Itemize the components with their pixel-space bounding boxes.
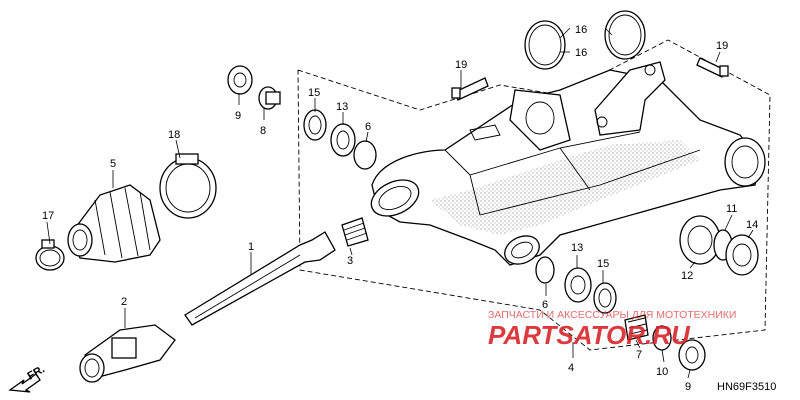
- callout-19-right: 19: [716, 40, 728, 52]
- callout-13-upper: 13: [336, 101, 348, 113]
- leader-lines: [46, 27, 754, 379]
- callout-2: 2: [121, 296, 127, 308]
- large-boot-band: [159, 153, 217, 219]
- lock-nut-lower: [678, 339, 706, 371]
- callout-19-left: 19: [455, 59, 467, 71]
- shaft-housing-flange: [509, 89, 571, 151]
- callout-3: 3: [347, 255, 353, 267]
- rear-bearing-set: [679, 215, 759, 276]
- watermark-line1: ЗАПЧАСТИ И АКСЕССУАРЫ ДЛЯ МОТОТЕХНИКИ: [488, 309, 736, 321]
- watermark: ЗАПЧАСТИ И АКСЕССУАРЫ ДЛЯ МОТОТЕХНИКИ PA…: [488, 309, 736, 350]
- callout-16-top: 16: [575, 24, 587, 36]
- callout-8: 8: [260, 125, 266, 137]
- watermark-line2: PARTSATOR.RU: [488, 320, 691, 350]
- universal-joint: [79, 324, 176, 383]
- callout-17: 17: [42, 210, 54, 222]
- diagram-code: HN69F3510: [717, 381, 776, 393]
- swing-arm-shading: [430, 140, 700, 235]
- lock-nut-upper: [227, 65, 253, 95]
- callout-18: 18: [168, 129, 180, 141]
- pivot-bolt-lower: [624, 314, 649, 341]
- dust-boot: [67, 184, 161, 263]
- flange-bolt-left: [451, 77, 489, 101]
- oil-seal-upper: [303, 109, 327, 141]
- rear-axle-tube: [724, 137, 766, 187]
- callout-16-mid: 16: [575, 47, 587, 59]
- callout-9-upper: 9: [235, 110, 241, 122]
- spring: [341, 217, 369, 247]
- callout-4: 4: [568, 362, 574, 374]
- shock-mount-bracket: [594, 61, 666, 136]
- callout-13-lower: 13: [571, 242, 583, 254]
- hose-clip: [469, 124, 501, 141]
- swing-arm-crossmember: [444, 131, 701, 216]
- collar-upper: [353, 140, 377, 170]
- small-boot-band: [35, 239, 65, 271]
- callout-15-upper: 15: [308, 87, 320, 99]
- pivot-bolt: [258, 86, 281, 110]
- bearing-upper: [330, 123, 356, 157]
- callout-6-upper: 6: [365, 121, 371, 133]
- oil-seal-lower: [593, 282, 617, 314]
- callout-7: 7: [636, 349, 642, 361]
- callout-labels: 17 5 18 9 8 15 13 6 3 1 2 19 16 16 19 11…: [42, 24, 758, 393]
- bearing-lower: [564, 267, 592, 303]
- front-direction-arrow-icon: [8, 373, 41, 393]
- left-pivot-tube: [370, 179, 420, 217]
- callout-15-lower: 15: [597, 258, 609, 270]
- swing-arm: [370, 61, 766, 266]
- callout-5: 5: [110, 158, 116, 170]
- flange-bolt-right: [696, 57, 729, 78]
- direction-label: FR.: [26, 363, 47, 382]
- lower-pivot-tube: [504, 235, 540, 265]
- callout-10: 10: [656, 366, 668, 378]
- o-ring-left: [524, 20, 566, 70]
- callout-1: 1: [248, 241, 254, 253]
- o-ring-right: [604, 10, 646, 60]
- collar-lower: [535, 256, 555, 284]
- callout-12: 12: [681, 270, 693, 282]
- callout-11: 11: [726, 203, 737, 215]
- callout-9-lower: 9: [685, 381, 691, 393]
- callout-14: 14: [746, 219, 758, 231]
- propeller-shaft: [184, 231, 336, 326]
- callout-6-lower: 6: [542, 299, 548, 311]
